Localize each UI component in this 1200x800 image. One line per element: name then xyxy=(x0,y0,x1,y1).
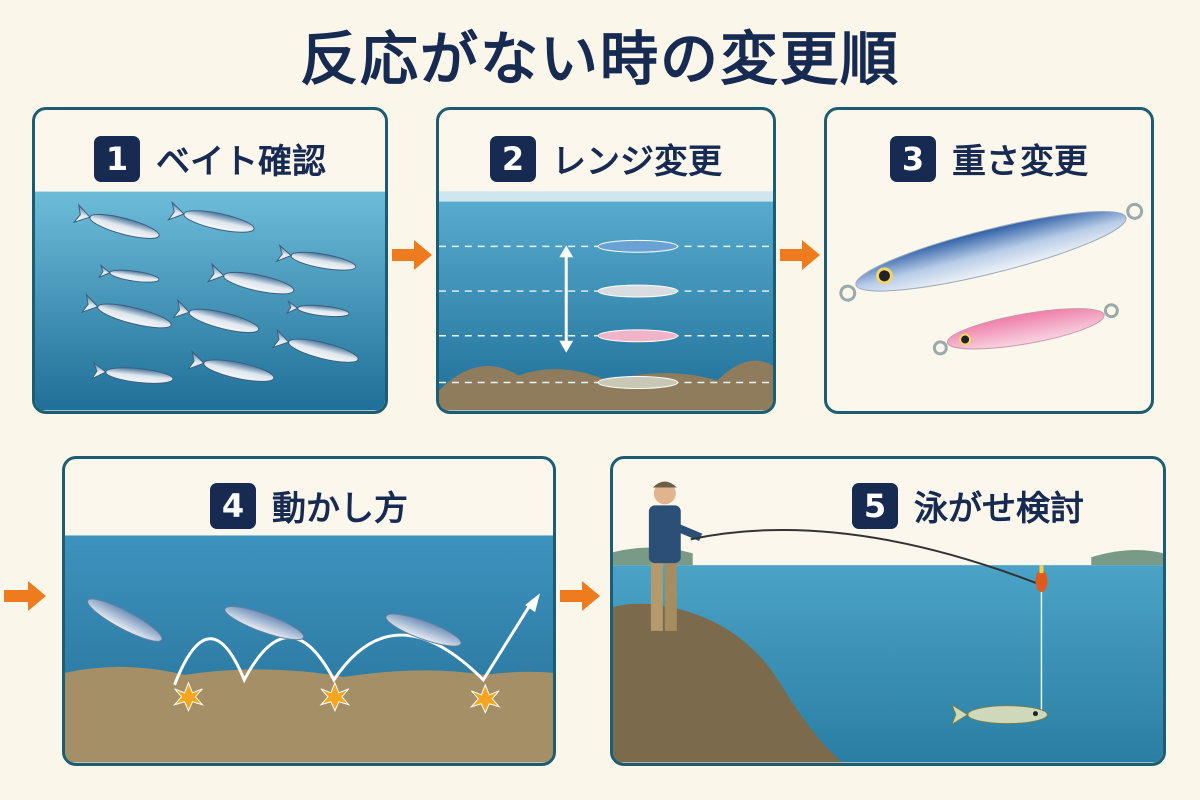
flow-arrow-icon xyxy=(4,581,46,611)
step-label: 重さ変更 xyxy=(952,142,1088,182)
light-jig-icon xyxy=(932,303,1119,356)
page-title: 反応がない時の変更順 xyxy=(299,25,900,93)
flow-arrow-icon xyxy=(392,240,432,270)
step-panel-live-bait: 5 泳がせ検討 xyxy=(610,456,1166,766)
step-panel-weight-change: 3 重さ変更 xyxy=(824,107,1154,414)
depth-lines xyxy=(439,245,773,384)
live-bait-scene xyxy=(613,481,1163,763)
float-bobber-icon xyxy=(1035,565,1048,593)
step-number-badge: 4 xyxy=(210,482,256,529)
action-scene xyxy=(65,535,553,763)
step-header: 3 重さ変更 xyxy=(827,134,1151,183)
live-bait-fish-icon xyxy=(950,703,1048,726)
weight-scene xyxy=(839,202,1144,356)
baitfish-school-icon xyxy=(72,200,359,384)
bait-scene xyxy=(35,191,385,411)
metal-jig-icon xyxy=(597,239,679,389)
step-number-badge: 2 xyxy=(490,135,536,182)
step-number-badge: 5 xyxy=(852,482,898,529)
flow-arrow-icon xyxy=(780,240,820,270)
step-header: 2 レンジ変更 xyxy=(439,134,773,183)
step-number-badge: 3 xyxy=(890,135,936,182)
depth-range-arrow-icon xyxy=(559,245,574,353)
step-label: 泳がせ検討 xyxy=(914,489,1084,529)
heavy-jig-icon xyxy=(839,202,1144,302)
bottom-touch-icon xyxy=(173,681,501,714)
step-label: レンジ変更 xyxy=(552,142,722,182)
step-header: 5 泳がせ検討 xyxy=(693,481,1163,530)
flow-arrow-icon xyxy=(560,581,600,611)
range-scene xyxy=(439,191,773,411)
step-panel-range-change: 2 レンジ変更 xyxy=(436,107,776,414)
rocky-shore xyxy=(613,603,843,763)
step-panel-bait-check: 1 ベイト確認 xyxy=(32,107,388,414)
step-header: 4 動かし方 xyxy=(65,481,553,530)
step-number-badge: 1 xyxy=(94,135,140,182)
step-label: 動かし方 xyxy=(272,489,408,529)
step-header: 1 ベイト確認 xyxy=(35,134,385,183)
step-label: ベイト確認 xyxy=(156,142,326,182)
metal-jig-icon xyxy=(87,598,462,647)
angler-with-rod-icon xyxy=(648,481,1042,631)
step-panel-action: 4 動かし方 xyxy=(62,456,556,766)
